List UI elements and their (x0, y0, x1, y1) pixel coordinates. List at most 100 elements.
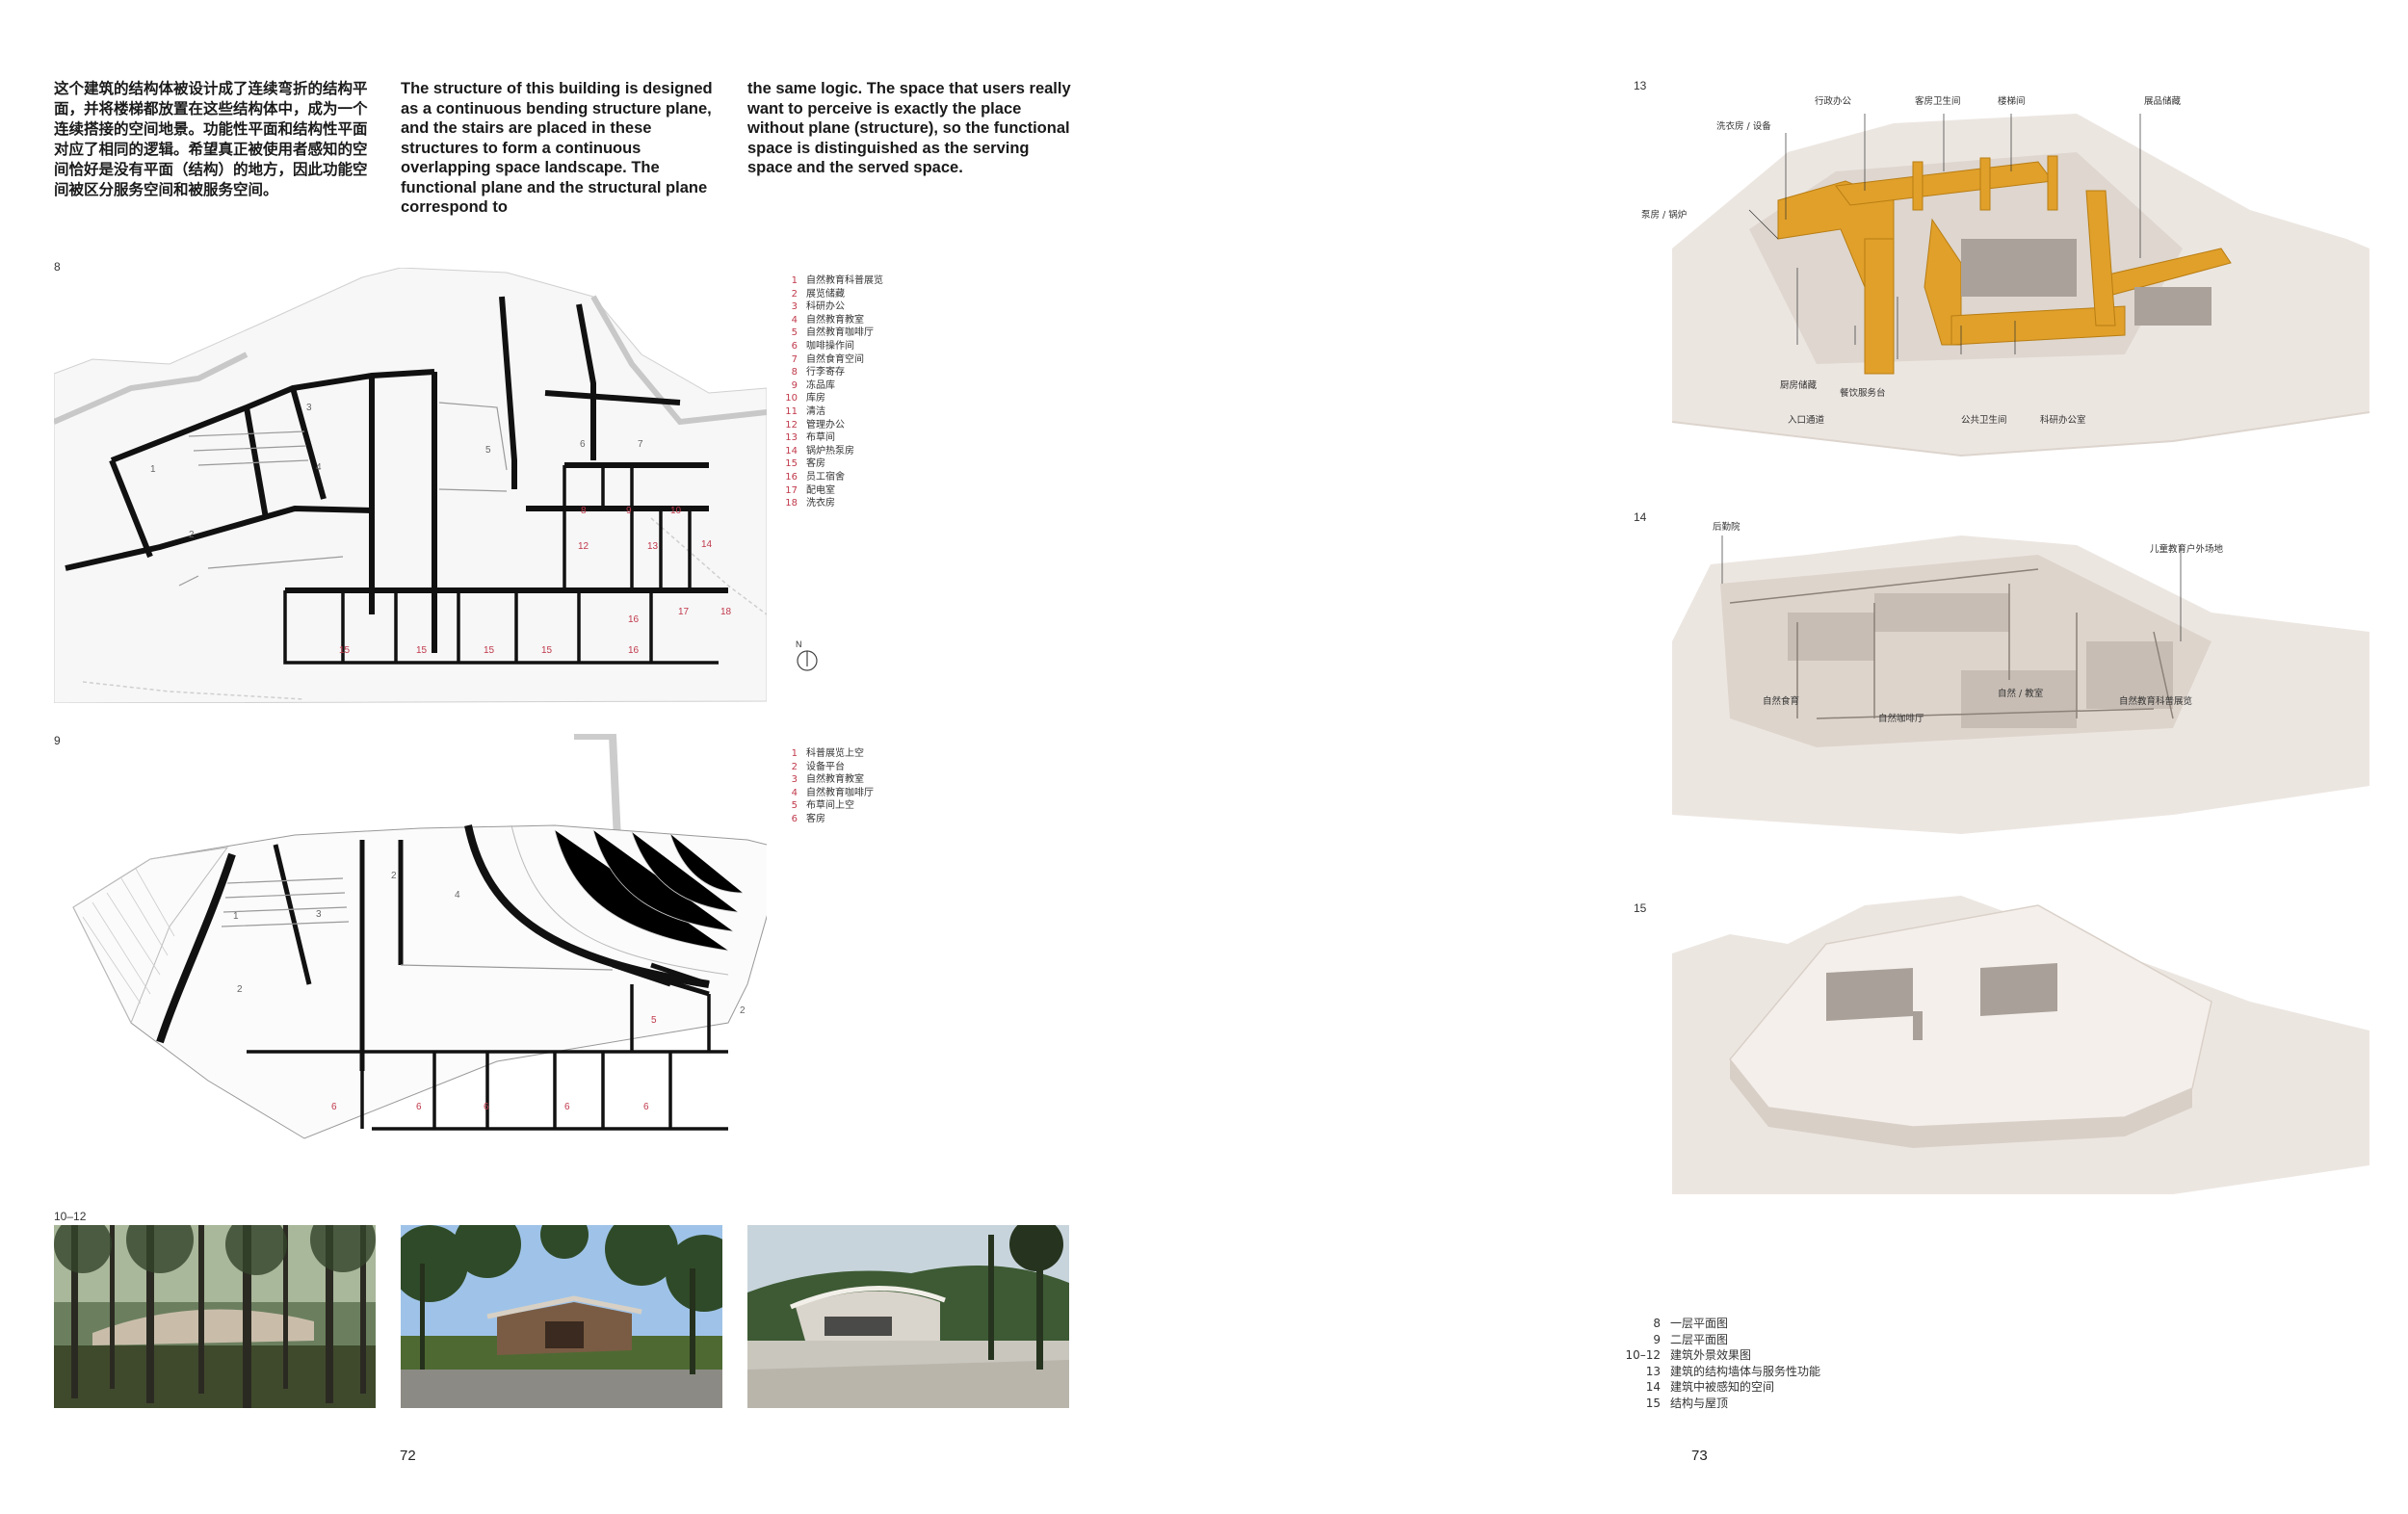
axon13-label: 泵房 / 锅炉 (1641, 210, 1688, 221)
axonometric-perceived-space (1672, 535, 2369, 834)
ground-floor-plan: 1 2 3 4 5 6 7 8 9 10 12 13 14 15 15 15 1… (54, 268, 767, 703)
axon13-label: 行政办公 (1815, 96, 1852, 107)
axon13-label: 展品储藏 (2144, 96, 2182, 107)
axon14-label: 自然食育 (1763, 696, 1800, 707)
room-label: 2 (189, 530, 195, 540)
room-label: 17 (678, 607, 690, 617)
axon14-label: 后勤院 (1713, 522, 1741, 533)
room-label: 3 (316, 909, 322, 920)
room-label: 6 (331, 1102, 337, 1112)
axon13-label: 洗衣房 / 设备 (1716, 121, 1771, 132)
room-label: 5 (651, 1015, 657, 1026)
page-number-left: 72 (400, 1448, 416, 1464)
room-label: 15 (484, 645, 495, 656)
axon13-label: 入口通道 (1788, 415, 1825, 426)
axon13-label: 餐饮服务台 (1840, 388, 1886, 399)
axon13-label: 客房卫生间 (1915, 96, 1961, 107)
room-label: 2 (391, 871, 397, 881)
room-label: 6 (643, 1102, 649, 1112)
axon13-label: 楼梯间 (1998, 96, 2026, 107)
room-label: 5 (485, 445, 491, 456)
page-number-right: 73 (1691, 1448, 1708, 1464)
intro-text-chinese: 这个建筑的结构体被设计成了连续弯折的结构平面，并将楼梯都放置在这些结构体中，成为… (54, 80, 368, 198)
axonometric-structure-service (1672, 114, 2369, 457)
room-label: 14 (701, 539, 713, 550)
room-label: 8 (581, 506, 587, 516)
exterior-render-entrance-photo (401, 1225, 722, 1408)
room-label: 15 (541, 645, 553, 656)
room-label: 18 (720, 607, 732, 617)
north-label: N (796, 640, 802, 649)
room-label: 4 (455, 890, 460, 901)
room-label: 2 (237, 984, 243, 995)
room-label: 7 (638, 439, 643, 450)
room-label: 9 (626, 506, 632, 516)
room-label: 15 (416, 645, 428, 656)
figure-number-15: 15 (1634, 901, 1647, 915)
figure-number-10-12: 10–12 (54, 1210, 87, 1223)
room-label: 6 (484, 1102, 489, 1112)
axon14-label: 自然咖啡厅 (1878, 714, 1924, 724)
room-label: 4 (316, 462, 322, 473)
room-label: 12 (578, 541, 589, 552)
axon13-label: 科研办公室 (2040, 415, 2086, 426)
figure-number-14: 14 (1634, 510, 1647, 524)
room-label: 10 (670, 506, 682, 516)
room-label: 6 (580, 439, 586, 450)
axonometric-structure-roof (1672, 896, 2369, 1194)
room-label: 16 (628, 614, 640, 625)
figure-number-9: 9 (54, 734, 61, 747)
figure-number-13: 13 (1634, 79, 1647, 92)
room-label: 1 (150, 464, 156, 475)
intro-text-english-col1: The structure of this building is design… (401, 80, 713, 216)
room-label: 15 (339, 645, 351, 656)
north-arrow-icon (797, 650, 818, 671)
room-label: 6 (564, 1102, 570, 1112)
room-label: 13 (647, 541, 659, 552)
room-label: 16 (628, 645, 640, 656)
axon14-label: 自然 / 教室 (1998, 689, 2044, 699)
exterior-render-forest-photo (54, 1225, 376, 1408)
axon14-label: 自然教育科普展览 (2119, 696, 2193, 707)
intro-text-english-col2: the same logic. The space that users rea… (747, 80, 1071, 176)
room-label: 1 (233, 911, 239, 922)
room-label: 2 (740, 1005, 746, 1016)
second-floor-plan: 1 2 2 3 4 5 2 6 6 6 6 6 (72, 734, 767, 1139)
figure-number-8: 8 (54, 260, 61, 274)
axon13-label: 厨房储藏 (1780, 380, 1818, 391)
exterior-render-plaza-photo (747, 1225, 1069, 1408)
axon13-label: 公共卫生间 (1961, 415, 2007, 426)
